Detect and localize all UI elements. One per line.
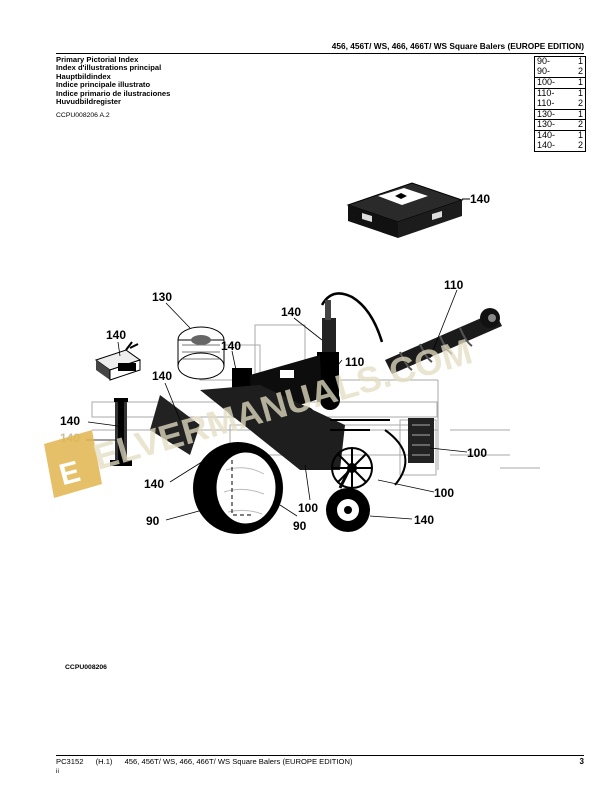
table-row[interactable]: 110-1: [534, 87, 587, 99]
page-link[interactable]: 90-: [534, 55, 571, 67]
page-link[interactable]: 110-: [534, 87, 571, 99]
callout-130-twine: 130: [152, 290, 172, 304]
index-title-es: Indice primario de ilustraciones: [56, 88, 171, 98]
auger-assembly: [385, 308, 502, 374]
index-title-en: Primary Pictorial Index: [56, 55, 139, 64]
index-title-fr: Index d'illustrations principal: [56, 63, 162, 73]
callout-100-pickup: 100: [434, 486, 454, 500]
callout-140-frame: 140: [152, 369, 172, 383]
table-row[interactable]: 110-2: [534, 98, 587, 110]
page-number: 3: [579, 757, 584, 766]
callout-110-mid: 110: [345, 355, 365, 369]
document-reference: CCPU008206 A.2: [56, 112, 110, 119]
callout-100-right: 100: [467, 446, 487, 460]
section-number[interactable]: 1: [570, 130, 587, 142]
footer-revision: (H.1): [95, 757, 113, 766]
section-number[interactable]: 1: [570, 55, 587, 67]
footer-subpage: ii: [56, 768, 59, 775]
hydraulic-cylinder: [317, 292, 384, 402]
callout-140-cylinder: 140: [281, 305, 301, 319]
table-row[interactable]: 140-1: [534, 130, 587, 142]
callout-100-lower: 100: [298, 501, 318, 515]
table-row[interactable]: 90-2: [534, 66, 587, 78]
control-switch-box: [94, 341, 142, 381]
callout-90-right: 90: [293, 519, 307, 533]
callout-140-jack: 140: [60, 414, 80, 428]
section-number[interactable]: 2: [570, 98, 587, 110]
header-title: 456, 456T/ WS, 466, 466T/ WS Square Bale…: [331, 41, 584, 51]
callout-110-auger: 110: [444, 278, 464, 292]
section-number[interactable]: 1: [570, 87, 587, 99]
callout-140-switch: 140: [106, 328, 126, 342]
callout-140-lower: 140: [144, 477, 164, 491]
section-number[interactable]: 2: [570, 66, 587, 78]
index-title-it: Indice principale illustrato: [56, 80, 151, 90]
callout-90-left: 90: [146, 514, 160, 528]
figure-id: CCPU008206: [65, 664, 107, 671]
page-link[interactable]: 140-: [534, 140, 571, 153]
footer-title: 456, 456T/ WS, 466, 466T/ WS Square Bale…: [124, 757, 353, 766]
callout-140-bracket: 140: [221, 339, 241, 353]
table-row[interactable]: 140-2: [534, 140, 587, 153]
twine-roll: [177, 326, 225, 380]
jack-stand: [110, 398, 132, 466]
footer-divider: [56, 755, 584, 756]
footer-code: PC3152: [56, 757, 84, 766]
gauge-wheel: [326, 467, 370, 532]
pickup-reel: [331, 418, 434, 489]
page-link[interactable]: 140-: [534, 130, 571, 142]
operator-manual-image: [346, 182, 464, 238]
index-title-de: Hauptbildindex: [56, 71, 111, 81]
index-title-sv: Huvudbildregister: [56, 97, 121, 107]
page-link[interactable]: 110-: [534, 98, 571, 110]
leader-lines: [86, 289, 468, 521]
index-titles: Primary Pictorial Index Index d'illustra…: [56, 55, 171, 107]
section-number[interactable]: 2: [570, 140, 587, 153]
header-divider: [56, 53, 584, 54]
page-link[interactable]: 90-: [534, 66, 571, 78]
footer-text: PC3152 (H.1) 456, 456T/ WS, 466, 466T/ W…: [56, 757, 362, 766]
callout-140-wheel: 140: [414, 513, 434, 527]
section-index-table: 90-1 90-2 100-1 110-1 110-2 130-1 130-2 …: [534, 55, 587, 153]
callout-140-manual: 140: [470, 192, 490, 206]
table-row[interactable]: 90-1: [534, 55, 587, 67]
main-wheel: [193, 442, 283, 534]
